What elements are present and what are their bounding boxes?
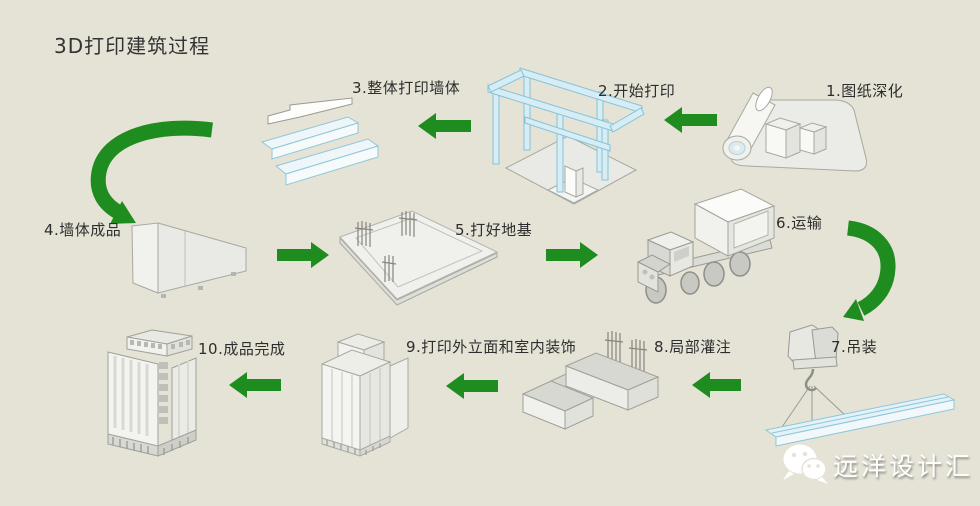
blueprint-icon [722,86,867,172]
step-label-2: 2.开始打印 [598,82,676,100]
logo-text: 远洋设计汇 [833,452,974,481]
arrow-step2-to-step3 [418,113,471,139]
foundation-slab-icon [339,210,499,306]
crane-hook-icon [764,324,956,447]
step-label-3: 3.整体打印墙体 [352,79,461,97]
arrow-step8-to-step9 [446,373,498,399]
step-label-4: 4.墙体成品 [44,221,122,239]
arrow-step1-to-step2 [664,107,717,133]
wechat-icon [783,444,828,484]
arrow-step9-to-step10 [229,372,281,398]
arrow-step4-to-step5 [277,242,329,268]
building-facade-icon [320,333,409,457]
curved-arrow-step6-to-step7 [843,220,896,321]
arrow-step7-to-step8 [692,372,741,398]
step-label-7: 7.吊装 [831,338,878,356]
curved-arrow-step3-to-step4 [90,120,213,224]
wall-panel-icon [131,222,247,298]
step-label-10: 10.成品完成 [198,340,286,358]
step-label-5: 5.打好地基 [455,221,533,239]
finished-building-icon [107,329,197,457]
grouted-walls-icon [521,331,660,430]
printed-wall-layers-icon [260,97,380,186]
page-title: 3D打印建筑过程 [54,34,211,58]
step-label-1: 1.图纸深化 [826,82,904,100]
step-label-6: 6.运输 [776,214,823,232]
printer-gantry-icon [487,67,645,205]
step-label-9: 9.打印外立面和室内装饰 [406,338,577,356]
step-label-8: 8.局部灌注 [654,338,732,356]
truck-icon [636,188,776,304]
arrow-step5-to-step6 [546,242,598,268]
